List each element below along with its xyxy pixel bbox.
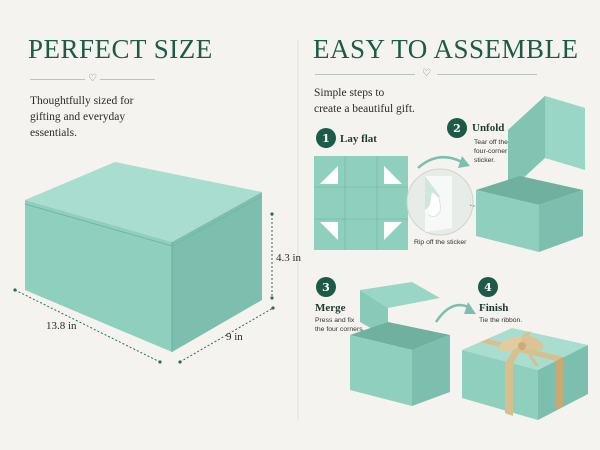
length-label: 13.8 in [46,320,77,332]
step-4-desc-line: Tie the ribbon. [479,317,523,324]
right-description-line: Simple steps to [314,87,385,99]
height-label: 4.3 in [276,252,302,264]
large-box-top [25,162,262,242]
sticker-zoom-illustration [406,168,474,236]
merge-box-illustration [350,282,450,406]
left-description: Thoughtfully sized for gifting and every… [30,93,133,141]
step-1-number: 1 [316,128,336,148]
step-4-title: Finish [479,302,509,314]
sticker-caption: Rip off the sticker [414,239,467,246]
width-label: 9 in [226,331,243,343]
step-2-number: 2 [447,118,467,138]
step-3-desc-line: Press and fix [315,317,355,324]
step-4-number: 4 [478,277,498,297]
right-divider-left [315,74,415,75]
right-divider-right [437,74,537,75]
left-description-line: gifting and everyday [30,111,126,123]
right-description-line: create a beautiful gift. [314,103,415,115]
step-2-desc-line: Tear off the [474,139,508,146]
large-box-front [25,200,172,352]
step-3-desc-line: the four corners. [315,326,365,333]
step-2-desc: Tear off the four-corner sticker. [474,138,508,165]
heart-icon: ♡ [88,73,97,84]
step-1-title: Lay flat [340,133,377,145]
step-2-title: Unfold [472,122,505,134]
arrow-icon [417,155,463,169]
step-3-title: Merge [315,302,346,314]
flat-box-illustration [314,156,408,250]
width-dimension-line [179,307,274,363]
left-divider-left [30,79,85,80]
open-box-illustration [476,96,585,252]
large-box-side [172,192,262,352]
ribbon-box-illustration [462,328,588,420]
left-divider-right [100,79,155,80]
step-4-desc: Tie the ribbon. [479,316,522,325]
length-dimension-line [14,289,161,363]
step-2-desc-line: four-corner [474,148,508,155]
step-3-desc: Press and fix the four corners. [315,316,365,334]
heart-icon: ♡ [422,68,431,79]
step-3-number: 3 [316,277,336,297]
right-description: Simple steps to create a beautiful gift. [314,85,415,117]
left-title: PERFECT SIZE [28,34,213,64]
step-2-desc-line: sticker. [474,157,496,164]
right-title: EASY TO ASSEMBLE [313,34,579,64]
left-description-line: Thoughtfully sized for [30,95,134,107]
left-description-line: essentials. [30,127,77,139]
